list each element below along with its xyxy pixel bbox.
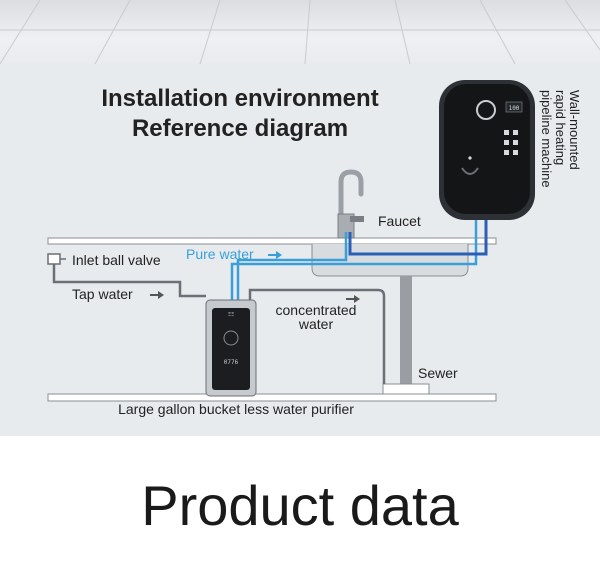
purifier-brand: ΞΞ — [228, 312, 234, 318]
hot-water-pipe-faucet — [348, 232, 356, 256]
heater-dial-icon — [476, 100, 496, 120]
pure-water-pipe — [236, 232, 348, 304]
purifier-readout: 0776 — [224, 359, 239, 366]
tap-water-arrow-icon — [150, 291, 164, 299]
concentrated-water-pipe — [248, 288, 386, 384]
inlet-ball-valve-label: Inlet ball valve — [72, 252, 161, 268]
wall-mounted-label: Wall-mounted rapid heating pipeline mach… — [539, 90, 582, 188]
pure-water-arrow-icon — [268, 251, 282, 259]
faucet-spout — [338, 169, 364, 229]
sewer-label: Sewer — [418, 365, 458, 381]
faucet-handle — [350, 216, 364, 222]
tap-water-label: Tap water — [72, 286, 133, 302]
title-line-1: Installation environment — [101, 85, 378, 112]
ceiling-pattern — [0, 0, 600, 64]
drain-pipe — [400, 276, 412, 384]
pure-water-label: Pure water — [186, 246, 254, 262]
wall-mounted-label-1: Wall-mounted — [567, 90, 582, 170]
inlet-ball-valve-icon — [47, 253, 61, 265]
hot-water-pipe — [356, 216, 488, 256]
heater-indicator — [468, 156, 472, 160]
wall-mounted-heater: 100 — [439, 80, 535, 220]
heater-readout: 100 — [509, 105, 520, 112]
concentrated-water-arrow-icon — [346, 295, 360, 303]
heater-readout-box — [505, 101, 523, 113]
heater-outlet-icon — [461, 167, 479, 175]
installation-diagram: Installation environment Reference diagr… — [47, 80, 582, 417]
purifier-label: Large gallon bucket less water purifier — [118, 401, 354, 417]
faucet-label: Faucet — [378, 213, 421, 229]
water-purifier: ΞΞ 0776 — [205, 299, 257, 397]
product-data-heading: Product data — [141, 474, 459, 537]
tap-water-pipe — [52, 272, 206, 298]
counter-top — [47, 237, 497, 245]
heater-buttons — [504, 130, 518, 155]
wall-mounted-label-2: rapid heating — [553, 90, 568, 165]
purifier-face — [212, 308, 250, 390]
sewer-outlet — [382, 383, 430, 395]
pure-water-pipe-to-heater — [230, 216, 478, 304]
ceiling-panels — [0, 0, 600, 64]
concentrated-water-label-2: water — [298, 316, 334, 332]
title-line-2: Reference diagram — [132, 115, 348, 142]
concentrated-water-label-1: concentrated — [276, 302, 357, 318]
wall-mounted-label-3: pipeline machine — [539, 90, 554, 188]
floor-line — [47, 393, 497, 402]
heater-face — [444, 84, 530, 214]
purifier-ring-icon — [223, 330, 239, 346]
